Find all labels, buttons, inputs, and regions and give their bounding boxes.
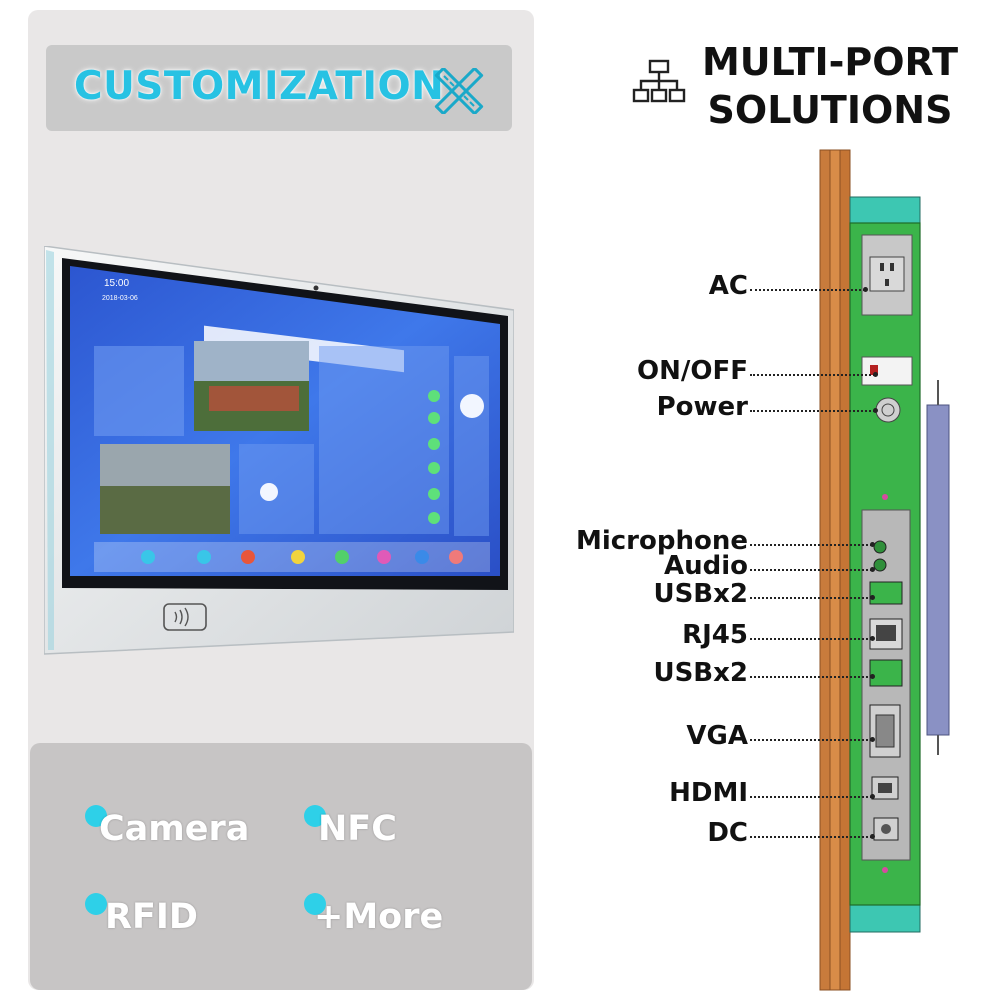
- port-label-11: DC: [707, 818, 748, 848]
- port-leader-line: [750, 372, 878, 377]
- port-label-8: USBx2: [653, 658, 748, 688]
- feature-label: RFID: [105, 897, 198, 937]
- features-panel: [30, 743, 532, 990]
- port-leader-line: [750, 567, 875, 572]
- port-leader-line: [750, 794, 875, 799]
- port-label-6: USBx2: [653, 579, 748, 609]
- port-leader-line: [750, 834, 875, 839]
- bullet-dot-icon: [304, 893, 326, 915]
- port-label-4: Microphone: [575, 526, 748, 556]
- title-line-2: SOLUTIONS: [707, 88, 953, 132]
- port-label-10: HDMI: [669, 778, 748, 808]
- bullet-dot-icon: [304, 805, 326, 827]
- port-leader-line: [750, 542, 875, 547]
- screen-date: 2018-03-06: [102, 295, 138, 302]
- bullet-dot-icon: [85, 805, 107, 827]
- contactless-icon: [163, 603, 207, 631]
- port-label-9: VGA: [686, 721, 748, 751]
- network-icon: [632, 59, 686, 103]
- port-leader-line: [750, 674, 875, 679]
- port-leader-line: [750, 287, 868, 292]
- port-label-5: Audio: [663, 551, 748, 581]
- io-panel-diagram: [819, 149, 950, 991]
- port-label-1: AC: [708, 271, 748, 301]
- port-label-3: Power: [656, 392, 748, 422]
- bullet-dot-icon: [85, 893, 107, 915]
- port-leader-line: [750, 636, 875, 641]
- ruler-pencil-icon: [434, 68, 484, 114]
- customization-title: CUSTOMIZATION: [74, 64, 445, 109]
- title-line-1: MULTI-PORT: [701, 40, 959, 84]
- feature-label: Camera: [99, 809, 250, 849]
- port-leader-line: [750, 408, 878, 413]
- multi-port-title: MULTI-PORT SOLUTIONS: [700, 38, 960, 134]
- port-label-2: ON/OFF: [637, 356, 748, 386]
- customization-banner: [46, 45, 512, 131]
- port-leader-line: [750, 737, 875, 742]
- feature-label: +More: [314, 897, 444, 937]
- feature-label: NFC: [318, 809, 397, 849]
- port-leader-line: [750, 595, 875, 600]
- port-label-7: RJ45: [682, 620, 748, 650]
- tablet-device: 15:00 2018-03-06: [44, 246, 514, 655]
- screen-time: 15:00: [104, 278, 129, 289]
